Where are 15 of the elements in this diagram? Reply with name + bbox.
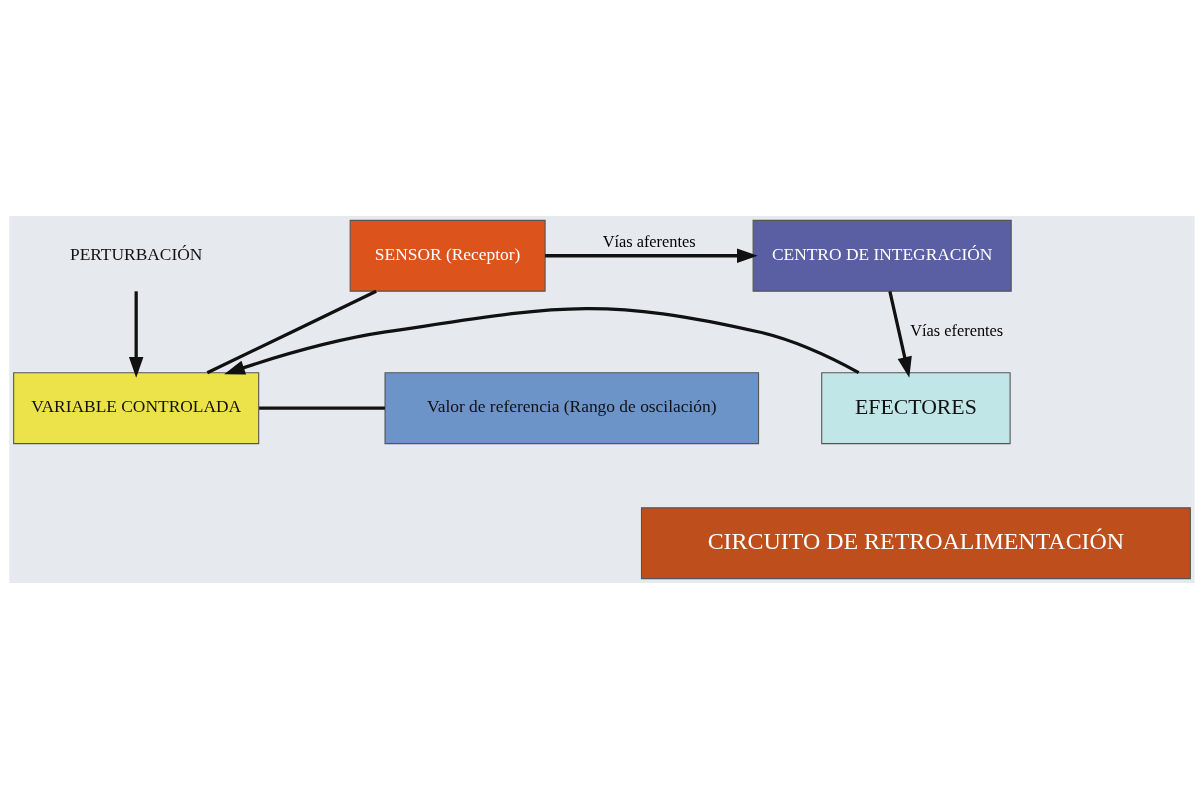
connector	[206, 289, 377, 374]
edge-label: Vías aferentes	[602, 231, 696, 251]
node-box: CENTRO DE INTEGRACIÓN	[752, 219, 1012, 292]
node-box: Valor de referencia (Rango de oscilación)	[384, 371, 760, 444]
node-box: EFECTORES	[821, 371, 1011, 444]
arrow	[128, 290, 144, 378]
node-text: PERTURBACIÓN	[69, 243, 203, 264]
connector	[259, 406, 385, 410]
edge-label: Vías eferentes	[910, 320, 1004, 340]
arrow	[224, 306, 860, 375]
node-box: SENSOR (Receptor)	[349, 219, 546, 292]
node-box: VARIABLE CONTROLADA	[13, 371, 260, 444]
arrow	[545, 248, 758, 263]
node-box: CIRCUITO DE RETROALIMENTACIÓN	[640, 506, 1191, 579]
arrow	[888, 290, 912, 378]
